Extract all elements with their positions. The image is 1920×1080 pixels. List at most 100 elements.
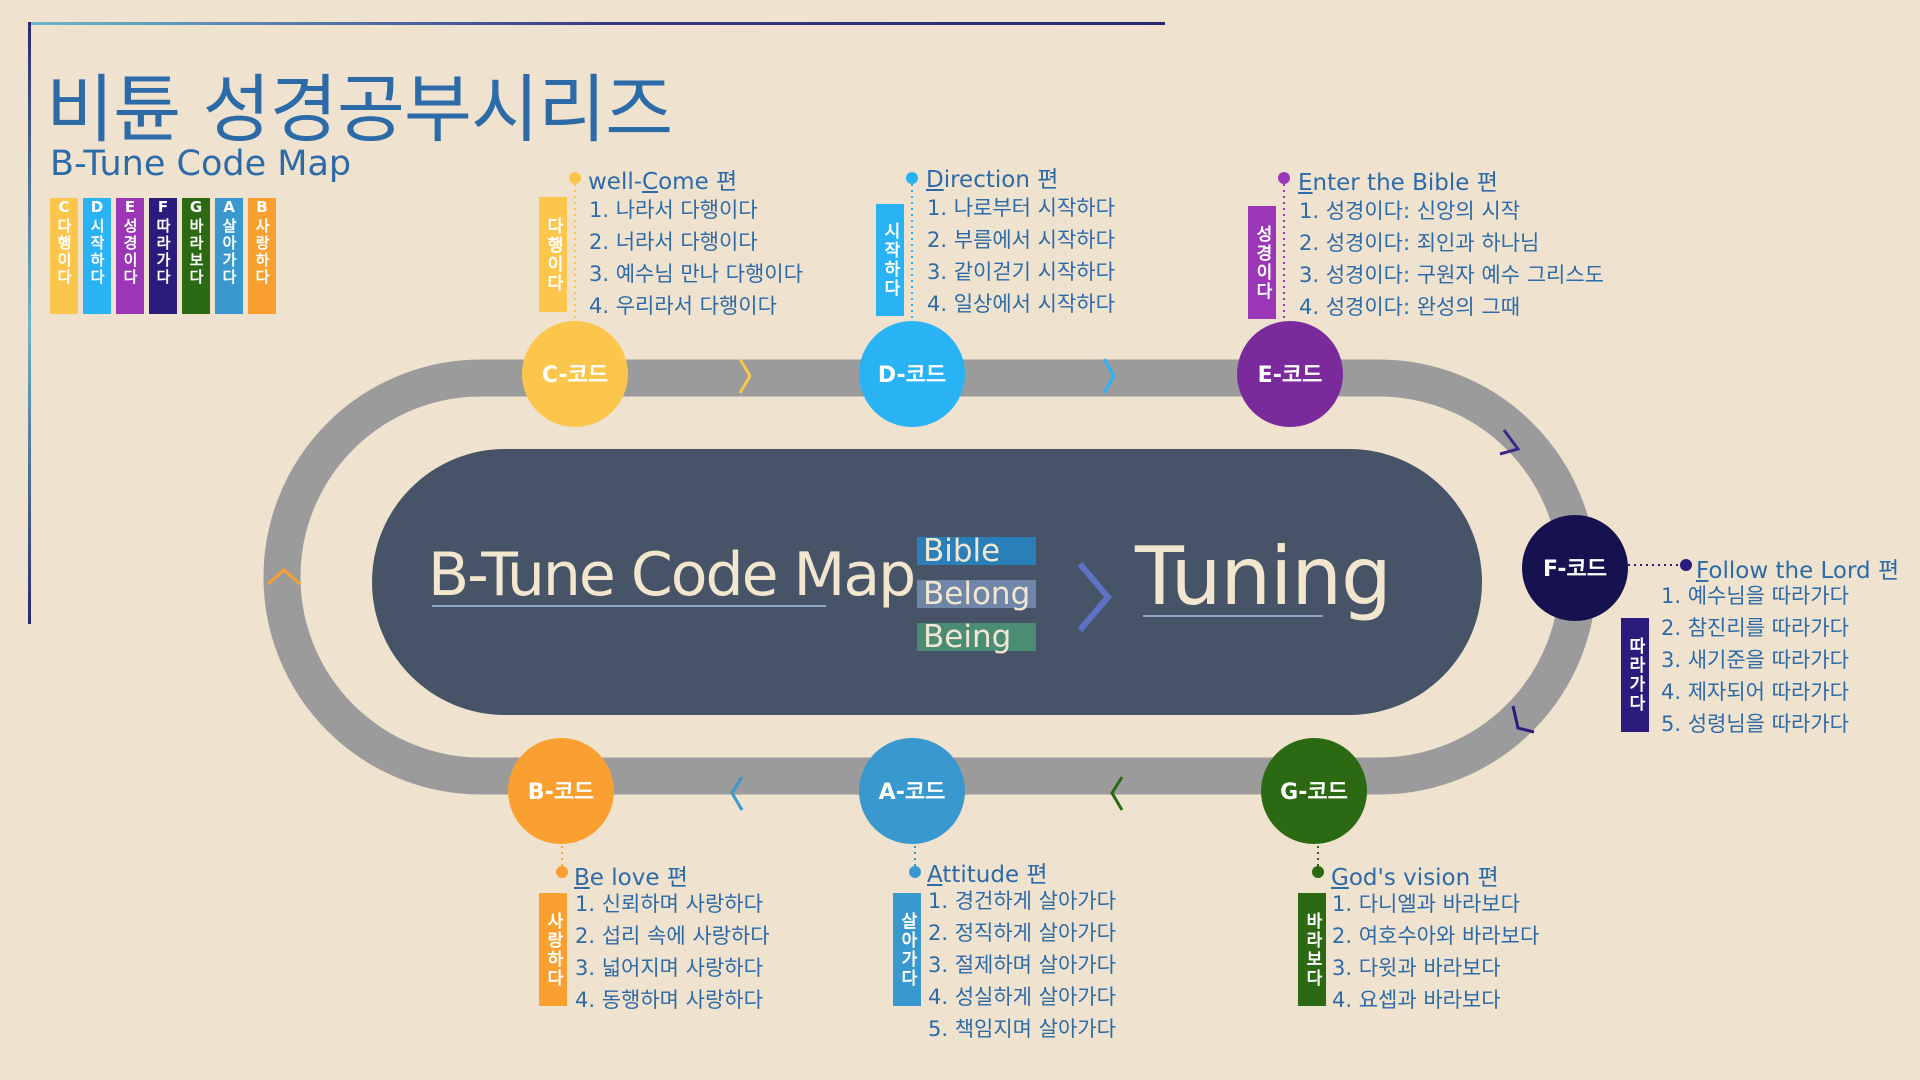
tag-f: 따라가다 [1621,618,1649,732]
center-title: B-Tune Code Map [428,540,916,610]
dot-d [906,172,918,184]
node-d[interactable]: D-코드 [859,321,965,427]
word-being: Being [917,622,1036,653]
word-bible: Bible [917,536,1036,567]
head-e-rest: nter the Bible 편 [1312,170,1498,196]
page-subtitle: B-Tune Code Map [50,144,352,184]
list-item: 4. 성경이다: 완성의 그때 [1299,295,1521,319]
legend-chip-e: E성경이다 [116,198,144,314]
node-c-label: C-코드 [542,363,608,388]
head-e-first: E [1298,170,1313,196]
code-legend: C다행이다 D시작하다 E성경이다 F따라가다 G바라보다 A살아가다 B사랑하… [50,198,276,314]
tag-c: 다행이다 [539,197,567,312]
connectors [561,178,1686,872]
top-frame-line [28,22,1165,25]
head-g: God's vision 편 [1331,858,1499,892]
list-item: 3. 절제하며 살아가다 [928,953,1116,977]
head-c-first: well-C [588,169,659,195]
list-item: 3. 다윗과 바라보다 [1332,956,1501,980]
tuning-label: Tuning [1135,530,1392,623]
dot-c [569,172,581,184]
tag-d: 시작하다 [876,204,904,316]
list-item: 1. 경건하게 살아가다 [928,889,1116,913]
node-d-label: D-코드 [878,363,946,388]
node-d-circle [859,321,965,427]
legend-chip-d: D시작하다 [83,198,111,314]
node-f[interactable]: F-코드 [1522,515,1628,621]
head-b-first: B [574,865,590,891]
list-item: 2. 여호수아와 바라보다 [1332,924,1540,948]
list-item: 1. 신뢰하며 사랑하다 [575,892,763,916]
node-b-circle [508,738,614,844]
head-d-rest: irection 편 [943,167,1059,193]
list-g: 1. 다니엘과 바라보다 2. 여호수아와 바라보다 3. 다윗과 바라보다 4… [1332,888,1539,1016]
head-g-rest: od's vision 편 [1348,865,1499,891]
node-b[interactable]: B-코드 [508,738,614,844]
list-e: 1. 성경이다: 신앙의 시작 2. 성경이다: 죄인과 하나님 3. 성경이다… [1299,195,1604,323]
list-item: 2. 너라서 다행이다 [589,230,758,254]
list-a: 1. 경건하게 살아가다 2. 정직하게 살아가다 3. 절제하며 살아가다 4… [928,885,1116,1045]
list-item: 2. 섭리 속에 사랑하다 [575,924,770,948]
legend-chip-a: A살아가다 [215,198,243,314]
arrow-g-to-a-icon [1110,776,1124,811]
head-g-first: G [1331,865,1349,891]
head-b: Be love 편 [574,858,688,892]
head-a: Attitude 편 [927,855,1048,889]
arrow-c-to-d-icon [738,358,752,394]
arrow-f-to-g-icon [1511,705,1535,734]
tag-b: 사랑하다 [539,893,567,1006]
list-item: 1. 나로부터 시작하다 [927,196,1115,220]
node-b-label: B-코드 [528,780,594,805]
node-g[interactable]: G-코드 [1261,738,1367,844]
head-c: well-Come 편 [588,162,737,196]
tuning-arrow-icon [1077,562,1112,632]
arrow-a-to-b-icon [730,776,744,811]
list-item: 4. 성실하게 살아가다 [928,985,1116,1009]
list-item: 2. 성경이다: 죄인과 하나님 [1299,231,1540,255]
tag-g: 바라보다 [1298,893,1326,1006]
node-g-label: G-코드 [1280,780,1348,805]
list-item: 4. 우리라서 다행이다 [589,294,777,318]
dot-a [909,866,921,878]
node-a-label: A-코드 [879,780,946,805]
arrow-e-to-f-icon [1499,429,1521,456]
head-f: Follow the Lord 편 [1696,551,1899,585]
node-a[interactable]: A-코드 [859,738,965,844]
node-g-circle [1261,738,1367,844]
node-f-label: F-코드 [1543,557,1607,582]
head-a-rest: ttitude 편 [942,862,1048,888]
node-e-circle [1237,321,1343,427]
list-item: 3. 새기준을 따라가다 [1661,648,1849,672]
head-f-rest: ollow the Lord 편 [1708,558,1900,584]
list-item: 3. 같이걷기 시작하다 [927,260,1115,284]
node-c-circle [522,321,628,427]
tag-a: 살아가다 [893,893,921,1006]
list-item: 3. 성경이다: 구원자 예수 그리스도 [1299,263,1604,287]
dot-f [1680,559,1692,571]
list-item: 3. 예수님 만나 다행이다 [589,262,803,286]
node-e-label: E-코드 [1258,363,1323,388]
word-belong: Belong [917,579,1036,610]
list-item: 5. 책임지며 살아가다 [928,1017,1116,1041]
tag-e: 성경이다 [1248,206,1276,319]
arrow-d-to-e-icon [1102,358,1116,394]
dot-b [556,866,568,878]
legend-chip-g: G바라보다 [182,198,210,314]
list-item: 2. 참진리를 따라가다 [1661,616,1849,640]
list-item: 4. 제자되어 따라가다 [1661,680,1849,704]
node-c[interactable]: C-코드 [522,321,628,427]
node-a-circle [859,738,965,844]
node-e[interactable]: E-코드 [1237,321,1343,427]
dot-e [1278,172,1290,184]
list-item: 4. 일상에서 시작하다 [927,292,1115,316]
page-title: 비튠 성경공부시리즈 [46,67,673,153]
list-f: 1. 예수님을 따라가다 2. 참진리를 따라가다 3. 새기준을 따라가다 4… [1661,580,1849,740]
list-item: 5. 성령님을 따라가다 [1661,712,1849,736]
list-b: 1. 신뢰하며 사랑하다 2. 섭리 속에 사랑하다 3. 넓어지며 사랑하다 … [575,888,770,1016]
list-item: 3. 넓어지며 사랑하다 [575,956,763,980]
list-item: 1. 예수님을 따라가다 [1661,584,1849,608]
list-item: 2. 부름에서 시작하다 [927,228,1115,252]
head-d: Direction 편 [926,160,1058,194]
list-item: 1. 다니엘과 바라보다 [1332,892,1520,916]
